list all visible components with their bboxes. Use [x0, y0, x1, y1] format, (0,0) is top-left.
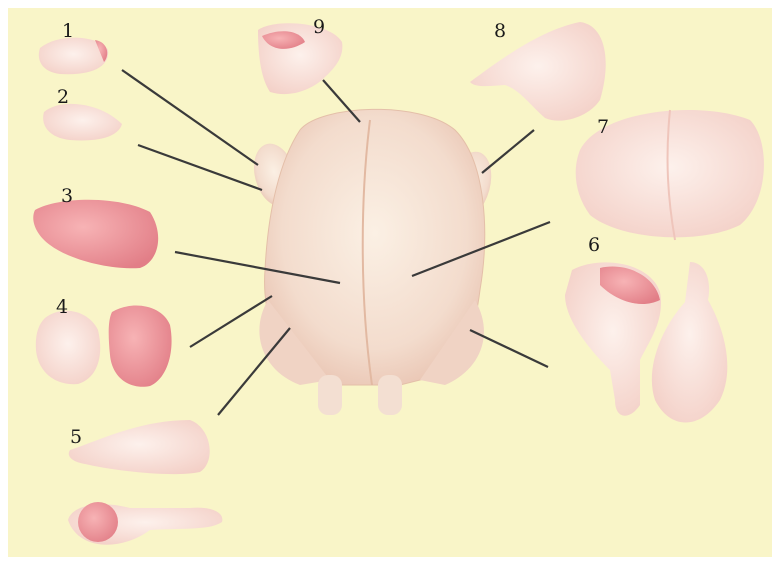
part-number-6: 6	[588, 236, 600, 255]
part-number-2: 2	[57, 88, 69, 107]
part-number-8: 8	[494, 22, 506, 41]
leader-line-1	[122, 70, 258, 165]
part-number-4: 4	[56, 298, 68, 317]
leader-line-4	[190, 296, 272, 347]
part-2-wing-middle	[43, 104, 122, 141]
leader-line-8	[482, 130, 534, 173]
part-number-1: 1	[62, 22, 74, 41]
part-9-back-section	[258, 23, 342, 94]
part-number-9: 9	[313, 18, 325, 37]
part-8-whole-wing	[470, 22, 606, 121]
part-number-3: 3	[61, 187, 73, 206]
part-1-wing-tip	[39, 38, 108, 75]
leader-line-6	[470, 330, 548, 367]
part-number-5: 5	[70, 428, 82, 447]
part-number-7: 7	[597, 118, 609, 137]
part-5-drumstick	[68, 420, 222, 545]
leader-line-2	[138, 145, 262, 190]
part-6-whole-leg	[565, 262, 727, 423]
whole-chicken	[247, 109, 498, 415]
part-3-breast-fillet	[33, 200, 158, 269]
